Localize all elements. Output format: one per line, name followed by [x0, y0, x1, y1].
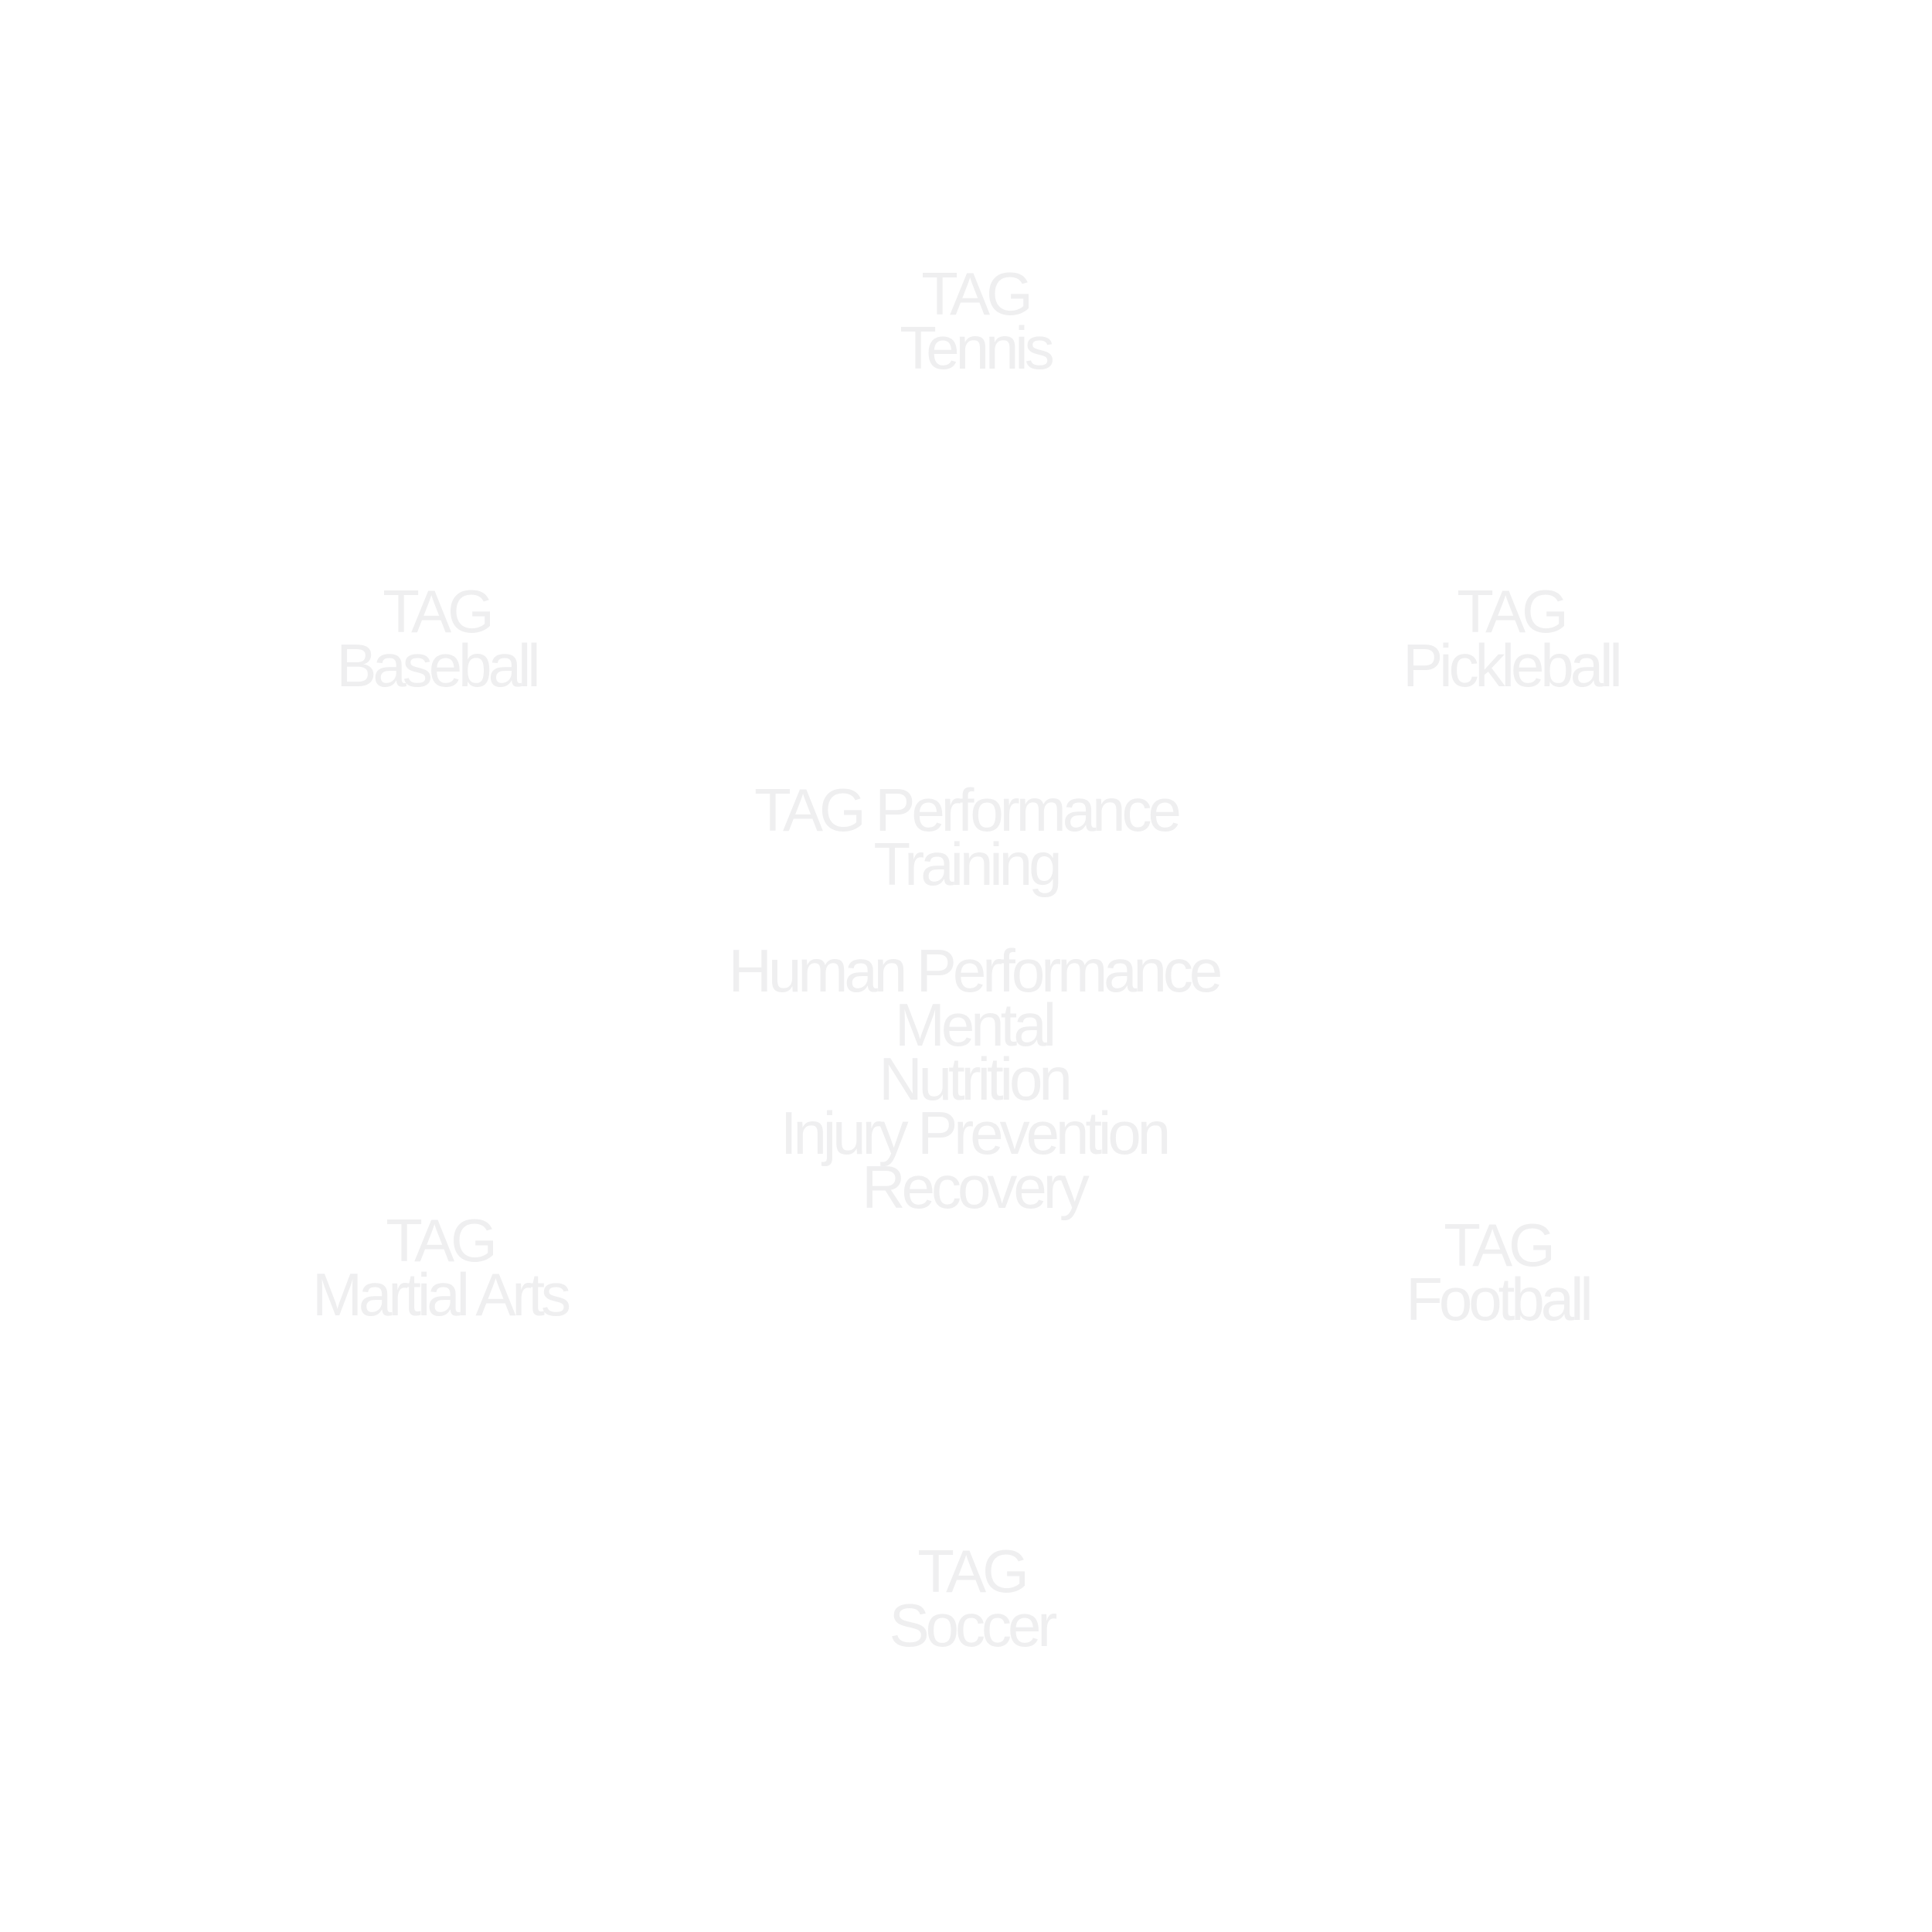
tag-martial-arts-node: TAG Martial Arts [311, 1206, 571, 1328]
tag-football-name: Football [1406, 1265, 1593, 1333]
tag-baseball-name: Baseball [336, 631, 540, 699]
tag-tennis-prefix: TAG [921, 260, 1033, 328]
pillar-item: Nutrition [879, 1045, 1072, 1113]
tag-tennis-name: Tennis [900, 314, 1054, 382]
tag-pickleball-node: TAG Pickleball [1403, 577, 1622, 699]
tag-soccer-prefix: TAG [917, 1537, 1029, 1605]
pillar-item: Mental [894, 991, 1056, 1059]
tag-martial-arts-prefix: TAG [386, 1206, 498, 1274]
tag-baseball-node: TAG Baseball [336, 577, 540, 699]
center-title-node: TAG Performance Training [754, 776, 1182, 898]
tag-soccer-node: TAG Soccer [889, 1537, 1058, 1659]
tag-soccer-name: Soccer [889, 1591, 1058, 1659]
tag-pickleball-name: Pickleball [1403, 631, 1622, 699]
tag-tennis-node: TAG Tennis [900, 260, 1054, 382]
pillars-list: Human Performance Mental Nutrition Injur… [728, 937, 1223, 1221]
center-title-line1: TAG Performance [754, 776, 1182, 844]
tag-martial-arts-name: Martial Arts [311, 1260, 571, 1328]
pillar-item: Human Performance [728, 937, 1223, 1005]
pillar-item: Injury Prevention [780, 1099, 1171, 1167]
center-title-line2: Training [873, 830, 1063, 898]
pillar-item: Recovery [862, 1153, 1089, 1221]
tag-pickleball-prefix: TAG [1457, 577, 1569, 645]
tag-football-node: TAG Football [1406, 1211, 1593, 1333]
tag-baseball-prefix: TAG [383, 577, 495, 645]
tag-football-prefix: TAG [1444, 1211, 1556, 1279]
